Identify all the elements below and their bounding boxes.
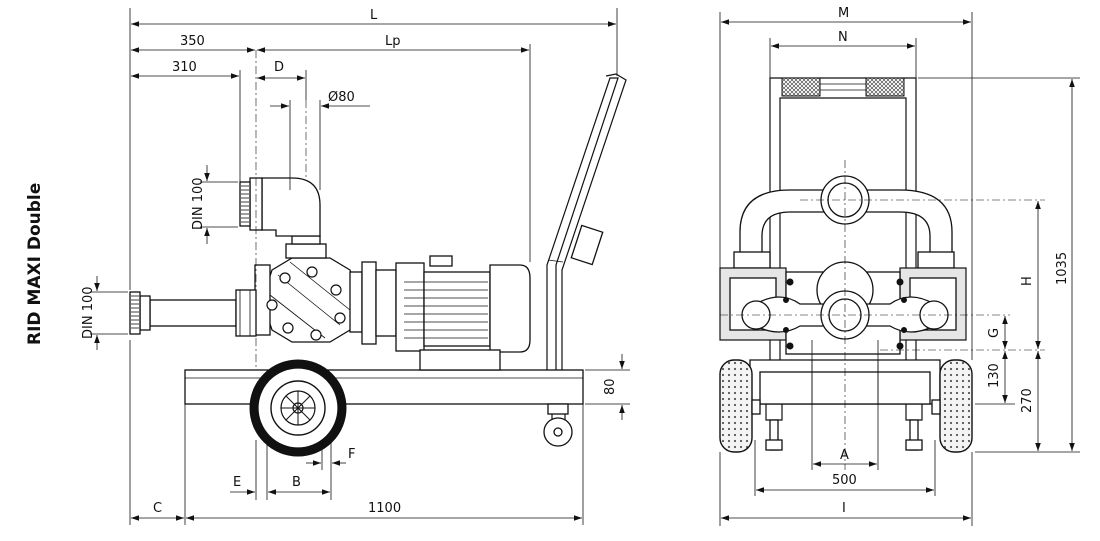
dim-M: M — [719, 6, 973, 360]
dim-N: N — [769, 30, 917, 78]
label-din-upper: DIN 100 — [191, 177, 206, 230]
dim-din-lower: DIN 100 — [81, 276, 128, 350]
cart-handle — [546, 73, 627, 370]
label-E: E — [233, 475, 241, 490]
dim-Lp: Lp — [257, 34, 531, 262]
dim-80: 80 — [585, 354, 630, 420]
dim-270: 270 — [1020, 351, 1041, 451]
label-N: N — [838, 30, 848, 45]
dim-din-upper: DIN 100 — [191, 165, 238, 244]
dim-C-1100: C 1100 — [129, 340, 584, 525]
front-handle — [769, 77, 917, 360]
dim-130: 130 — [975, 351, 1015, 405]
front-upper-manifold — [733, 175, 955, 269]
dim-310: 310 — [131, 60, 241, 182]
side-view: L 350 Lp 310 D — [81, 8, 630, 525]
label-I: I — [842, 501, 846, 516]
dim-1035: 1035 — [918, 77, 1080, 453]
front-chassis — [749, 359, 941, 405]
label-L: L — [370, 8, 378, 23]
label-Lp: Lp — [385, 34, 401, 49]
front-wheels — [719, 359, 973, 453]
label-B: B — [292, 475, 301, 490]
label-130: 130 — [987, 363, 1002, 388]
dim-A: A — [811, 340, 879, 470]
front-casters — [765, 404, 923, 451]
dim-H: H — [1020, 201, 1041, 349]
label-F: F — [348, 447, 355, 462]
dim-500: 500 — [754, 440, 936, 496]
cart-base — [184, 369, 584, 405]
front-view: M N 1035 H G 130 — [719, 6, 1080, 526]
dim-d80: Ø80 — [270, 90, 370, 190]
label-270: 270 — [1020, 388, 1035, 413]
label-310: 310 — [172, 60, 197, 75]
label-H: H — [1020, 276, 1035, 286]
label-d80: Ø80 — [328, 90, 355, 105]
label-1035: 1035 — [1055, 252, 1070, 285]
main-wheel — [249, 359, 347, 457]
label-350: 350 — [180, 34, 205, 49]
label-D: D — [274, 60, 284, 75]
label-1100: 1100 — [368, 501, 401, 516]
motor — [395, 255, 531, 371]
label-500: 500 — [832, 473, 857, 488]
dim-G: G — [987, 316, 1008, 349]
lower-pipe — [129, 289, 257, 337]
label-din-lower: DIN 100 — [81, 286, 96, 339]
dim-350: 350 — [131, 34, 255, 53]
label-80: 80 — [603, 378, 618, 395]
dim-E-B-F: E B F — [230, 440, 355, 500]
pump-body — [254, 235, 397, 345]
dim-D: D — [257, 60, 307, 100]
label-G: G — [987, 328, 1002, 338]
dim-I: I — [719, 452, 973, 526]
drawing-title: RID MAXI Double — [25, 183, 45, 345]
dim-L: L — [129, 8, 618, 290]
label-C: C — [153, 501, 162, 516]
front-pump-bodies — [719, 261, 967, 355]
label-M: M — [838, 6, 849, 21]
upper-pipe — [239, 177, 321, 237]
label-A: A — [840, 448, 849, 463]
side-caster — [543, 403, 573, 447]
